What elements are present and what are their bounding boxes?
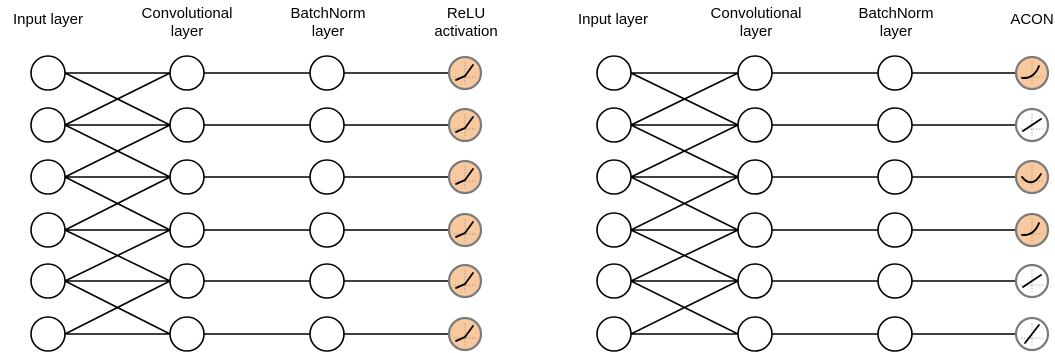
edge-input-conv — [64, 280, 171, 335]
activation-circle — [447, 316, 483, 352]
panel-right — [596, 55, 1050, 352]
activation-curve-icon — [455, 64, 474, 81]
edge-input-conv — [64, 72, 171, 126]
activation-node — [447, 159, 483, 195]
activation-curve-icon — [455, 272, 474, 289]
input-node — [30, 316, 66, 352]
panel-left-header-bn: BatchNorm layer — [290, 5, 366, 40]
panel-right-header-conv: Convolutional layer — [710, 5, 802, 40]
activation-node — [1014, 316, 1050, 352]
bn-node — [309, 107, 345, 143]
conv-node — [737, 212, 773, 248]
edge-input-conv — [630, 124, 739, 178]
activation-node — [1014, 159, 1050, 195]
activation-circle — [1014, 212, 1050, 248]
activation-node — [1014, 55, 1050, 91]
input-node — [30, 212, 66, 248]
activation-curve-icon — [1022, 118, 1042, 132]
panel-left-header-input: Input layer — [12, 11, 84, 28]
conv-node — [169, 107, 205, 143]
panel-left-header-activation: ReLU activation — [434, 5, 498, 40]
panel-right-header-activation: ACON — [1010, 11, 1054, 28]
activation-curve-icon — [455, 168, 474, 185]
input-node — [30, 107, 66, 143]
conv-node — [169, 316, 205, 352]
conv-node — [169, 55, 205, 91]
bn-node — [877, 55, 913, 91]
activation-node — [447, 107, 483, 143]
bn-node — [309, 159, 345, 195]
activation-circle — [447, 107, 483, 143]
input-node — [596, 263, 632, 299]
activation-curve-icon — [455, 116, 474, 133]
activation-circle — [447, 55, 483, 91]
bn-node — [877, 316, 913, 352]
edge-input-conv — [630, 176, 739, 231]
activation-curve-icon — [1021, 173, 1042, 184]
panel-left-header-conv: Convolutional layer — [141, 5, 233, 40]
activation-circle — [1014, 55, 1050, 91]
input-node — [30, 159, 66, 195]
panel-right-header-bn: BatchNorm layer — [858, 5, 934, 40]
activation-curve-icon — [1024, 324, 1040, 344]
activation-circle — [447, 212, 483, 248]
activation-curve-icon — [1021, 65, 1040, 79]
edge-input-conv — [64, 176, 171, 231]
conv-node — [169, 263, 205, 299]
edge-input-conv — [630, 280, 739, 335]
conv-node — [169, 159, 205, 195]
bn-node — [877, 159, 913, 195]
activation-node — [447, 263, 483, 299]
activation-node — [447, 212, 483, 248]
edge-input-conv — [64, 124, 171, 178]
input-node — [596, 107, 632, 143]
input-node — [30, 55, 66, 91]
panel-right-header-input: Input layer — [577, 11, 649, 28]
edge-input-conv — [630, 72, 739, 126]
activation-curve-icon — [1022, 274, 1042, 288]
conv-node — [737, 316, 773, 352]
bn-node — [877, 107, 913, 143]
bn-node — [309, 55, 345, 91]
activation-node — [447, 55, 483, 91]
activation-node — [1014, 263, 1050, 299]
activation-circle — [1014, 159, 1050, 195]
edge-input-conv — [630, 229, 739, 282]
activation-circle — [447, 263, 483, 299]
bn-node — [877, 263, 913, 299]
bn-node — [309, 316, 345, 352]
activation-node — [1014, 212, 1050, 248]
activation-curve-icon — [1021, 222, 1040, 236]
activation-curve-icon — [455, 221, 474, 238]
conv-node — [737, 55, 773, 91]
bn-node — [309, 263, 345, 299]
conv-node — [737, 263, 773, 299]
activation-node — [447, 316, 483, 352]
conv-node — [737, 107, 773, 143]
input-node — [30, 263, 66, 299]
edge-input-conv — [64, 229, 171, 282]
input-node — [596, 316, 632, 352]
activation-curve-icon — [455, 325, 474, 342]
activation-node — [1014, 107, 1050, 143]
activation-circle — [447, 159, 483, 195]
conv-node — [169, 212, 205, 248]
conv-node — [737, 159, 773, 195]
input-node — [596, 159, 632, 195]
bn-node — [877, 212, 913, 248]
panel-left — [30, 55, 483, 352]
input-node — [596, 55, 632, 91]
input-node — [596, 212, 632, 248]
bn-node — [309, 212, 345, 248]
